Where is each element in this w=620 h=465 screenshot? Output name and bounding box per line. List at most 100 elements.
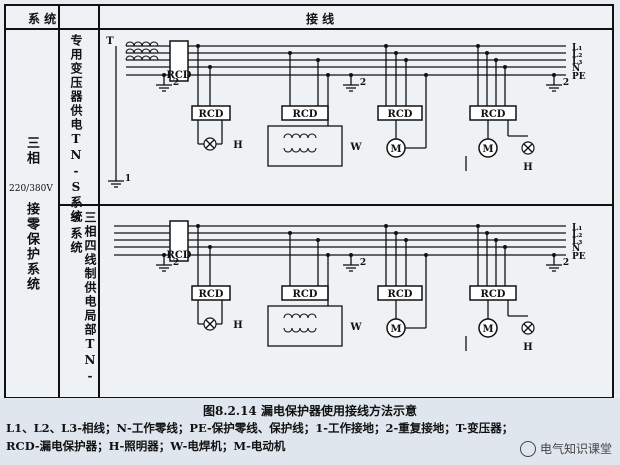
junction-dot <box>208 245 212 249</box>
junction-dot <box>485 231 489 235</box>
rcd-box <box>169 220 189 262</box>
junction-dot <box>196 44 200 48</box>
junction-dot <box>208 65 212 69</box>
junction-dot <box>326 253 330 257</box>
repeat-ground-label-1: 2 <box>360 78 366 88</box>
rcd-label: RCD <box>199 109 224 120</box>
junction-dot <box>503 65 507 69</box>
junction-dot <box>476 224 480 228</box>
welder-coil <box>291 147 301 153</box>
motor-label: M <box>390 144 401 155</box>
lamp-label-H: H <box>523 162 532 173</box>
rcd-label: RCD <box>167 70 192 81</box>
junction-dot <box>424 73 428 77</box>
welder-coil <box>291 313 301 319</box>
rcd-label: RCD <box>199 289 224 300</box>
rcd-label: RCD <box>388 109 413 120</box>
caption-title: 图8.2.14 漏电保护器使用接线方法示意 <box>203 404 417 418</box>
repeat-ground-label-1: 2 <box>360 258 366 268</box>
lamp-cross <box>205 319 215 329</box>
label-voltage: 220/380V <box>9 184 53 194</box>
welder-coil <box>283 133 293 139</box>
header-wiring: 接 线 <box>306 12 335 26</box>
header-divider <box>6 28 612 30</box>
welder-label-W: W <box>349 142 362 153</box>
motor-icon <box>478 318 498 338</box>
repeat-ground-label-2: 2 <box>563 258 569 268</box>
welder-coil <box>283 147 293 153</box>
wire-label-3: N <box>572 244 580 254</box>
wire-label-1: L₂ <box>572 230 582 240</box>
caption-area: 图8.2.14 漏电保护器使用接线方法示意 L1、L2、L3-相线；N-工作零线… <box>0 398 620 465</box>
work-ground-label: 1 <box>125 174 131 184</box>
junction-dot <box>384 44 388 48</box>
welder-coil <box>307 133 317 139</box>
lamp-label-H: H <box>523 342 532 353</box>
welder-coil <box>307 327 317 333</box>
junction-dot <box>288 231 292 235</box>
junction-dot <box>494 238 498 242</box>
junction-dot <box>424 253 428 257</box>
diagram-frame: 系 统 接 线 三相 220/380V 接零保护系统 专用变压器供电TN-S系统… <box>4 4 614 399</box>
junction-dot <box>394 231 398 235</box>
welder-box <box>267 305 343 347</box>
rcd-label: RCD <box>481 289 506 300</box>
transformer-coil <box>149 41 159 47</box>
junction-dot <box>196 224 200 228</box>
repeat-ground-label-0: 2 <box>173 78 179 88</box>
lamp-label-H: H <box>233 320 242 331</box>
junction-dot <box>485 51 489 55</box>
rcd-box <box>469 105 517 121</box>
rcd-label: RCD <box>388 289 413 300</box>
welder-coil <box>307 147 317 153</box>
wire-label-4: PE <box>572 252 586 262</box>
wire-label-0: L₁ <box>572 43 582 53</box>
welder-label-W: W <box>349 322 362 333</box>
wire-label-3: N <box>572 64 580 74</box>
wire-label-4: PE <box>572 72 586 82</box>
transformer-coil <box>149 48 159 54</box>
label-zero-protection: 接零保护系统 <box>24 202 39 292</box>
junction-dot <box>476 44 480 48</box>
col-divider-2 <box>98 6 100 397</box>
transformer-coil <box>149 55 159 61</box>
welder-coil <box>299 327 309 333</box>
motor-label: M <box>390 324 401 335</box>
welder-coil <box>291 327 301 333</box>
transformer-label: T <box>106 36 114 47</box>
rcd-box <box>377 105 423 121</box>
lamp-cross <box>205 139 215 149</box>
junction-dot <box>494 58 498 62</box>
junction-dot <box>316 58 320 62</box>
junction-dot <box>503 245 507 249</box>
welder-coil <box>307 313 317 319</box>
junction-dot <box>404 238 408 242</box>
caption-line-2: RCD-漏电保护器；H-照明器；W-电焊机；M-电动机 <box>6 439 286 453</box>
rcd-box <box>169 40 189 82</box>
repeat-ground-label-0: 2 <box>173 258 179 268</box>
row2-label: 三相四线制供电局部TN-S系统 <box>69 211 97 385</box>
lamp-cross <box>523 323 533 333</box>
rcd-label: RCD <box>293 109 318 120</box>
caption-line-1: L1、L2、L3-相线；N-工作零线；PE-保护零线、保护线；1-工作接地；2-… <box>6 421 514 435</box>
wire-label-1: L₂ <box>572 50 582 60</box>
lamp-cross <box>523 143 533 153</box>
welder-coil <box>283 327 293 333</box>
wire-label-2: L₃ <box>572 57 582 67</box>
header-system: 系 统 <box>28 12 57 26</box>
rcd-box <box>191 285 231 301</box>
junction-dot <box>394 51 398 55</box>
junction-dot <box>404 58 408 62</box>
rcd-label: RCD <box>167 250 192 261</box>
rcd-box <box>469 285 517 301</box>
row-divider <box>58 204 612 206</box>
motor-label: M <box>482 144 493 155</box>
welder-coil <box>299 313 309 319</box>
watermark: 电气知识课堂 <box>519 440 612 457</box>
motor-label: M <box>482 324 493 335</box>
welder-coil <box>291 133 301 139</box>
welder-coil <box>299 147 309 153</box>
watermark-text: 电气知识课堂 <box>539 442 612 456</box>
